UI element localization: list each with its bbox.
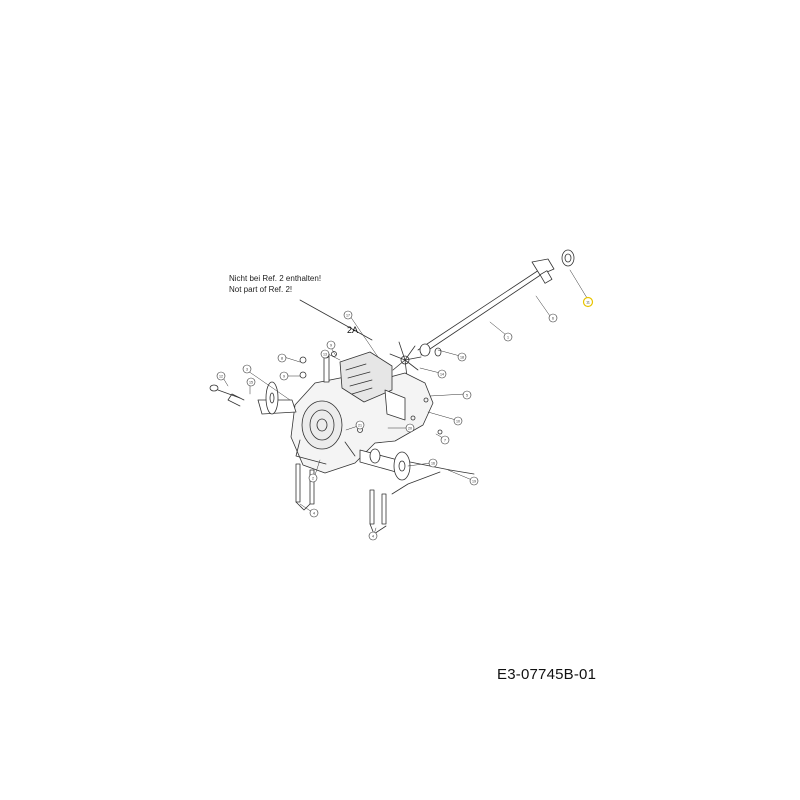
control-rods xyxy=(391,461,475,495)
small-fasteners xyxy=(299,351,443,435)
svg-text:17: 17 xyxy=(346,313,350,317)
callout-10: 10 xyxy=(453,416,463,426)
cooling-fan xyxy=(389,341,442,378)
svg-text:11: 11 xyxy=(586,300,590,304)
callout-19: 19 xyxy=(469,476,479,486)
callout-9-upper: 9 xyxy=(326,340,336,350)
svg-text:3: 3 xyxy=(246,367,248,371)
callout-20: 20 xyxy=(405,423,415,433)
callout-4-left: 4 xyxy=(309,508,319,518)
callout-8: 8 xyxy=(277,353,287,363)
callout-17: 17 xyxy=(343,310,353,320)
callout-21: 21 xyxy=(355,420,365,430)
mounting-bolts xyxy=(295,463,387,535)
note-german: Nicht bei Ref. 2 enthalten! xyxy=(229,274,322,283)
callout-13: 13 xyxy=(320,349,330,359)
svg-text:20: 20 xyxy=(408,426,412,430)
assembly-ref-label: 2A xyxy=(347,325,359,335)
svg-text:2: 2 xyxy=(312,476,314,480)
callout-14: 14 xyxy=(437,369,447,379)
callout-15: 15 xyxy=(246,377,256,387)
callout-7: 7 xyxy=(440,435,450,445)
callout-6: 6 xyxy=(548,313,558,323)
svg-text:9: 9 xyxy=(283,374,285,378)
svg-text:13: 13 xyxy=(323,352,327,356)
svg-text:5: 5 xyxy=(466,393,468,397)
svg-text:18: 18 xyxy=(460,355,464,359)
drive-shaft xyxy=(417,249,575,356)
svg-text:10: 10 xyxy=(456,419,460,423)
svg-text:8: 8 xyxy=(281,356,283,360)
note-english: Not part of Ref. 2! xyxy=(229,285,293,294)
callout-3: 3 xyxy=(242,364,252,374)
svg-text:4: 4 xyxy=(372,534,374,538)
svg-text:15: 15 xyxy=(249,380,253,384)
svg-text:16: 16 xyxy=(431,461,435,465)
svg-text:6: 6 xyxy=(552,316,554,320)
svg-text:9: 9 xyxy=(330,343,332,347)
callout-4-right: 4 xyxy=(368,531,378,541)
callout-leaders xyxy=(221,269,588,535)
document-id: E3-07745B-01 xyxy=(497,666,597,683)
svg-text:19: 19 xyxy=(472,479,476,483)
right-axle-hub xyxy=(359,448,411,481)
svg-text:1: 1 xyxy=(507,335,509,339)
callout-1: 1 xyxy=(503,332,513,342)
note-leader-line xyxy=(299,299,373,341)
svg-text:7: 7 xyxy=(444,438,446,442)
svg-text:14: 14 xyxy=(440,372,444,376)
callout-12: 12 xyxy=(216,371,226,381)
callout-9-lower: 9 xyxy=(279,371,289,381)
left-axle-hub xyxy=(209,381,297,415)
callout-16: 16 xyxy=(428,458,438,468)
callout-11-highlighted: 11 xyxy=(582,296,594,308)
callout-5: 5 xyxy=(462,390,472,400)
svg-text:4: 4 xyxy=(313,511,315,515)
callout-18: 18 xyxy=(457,352,467,362)
svg-text:12: 12 xyxy=(219,374,223,378)
callout-2: 2 xyxy=(308,473,318,483)
svg-text:21: 21 xyxy=(358,423,362,427)
